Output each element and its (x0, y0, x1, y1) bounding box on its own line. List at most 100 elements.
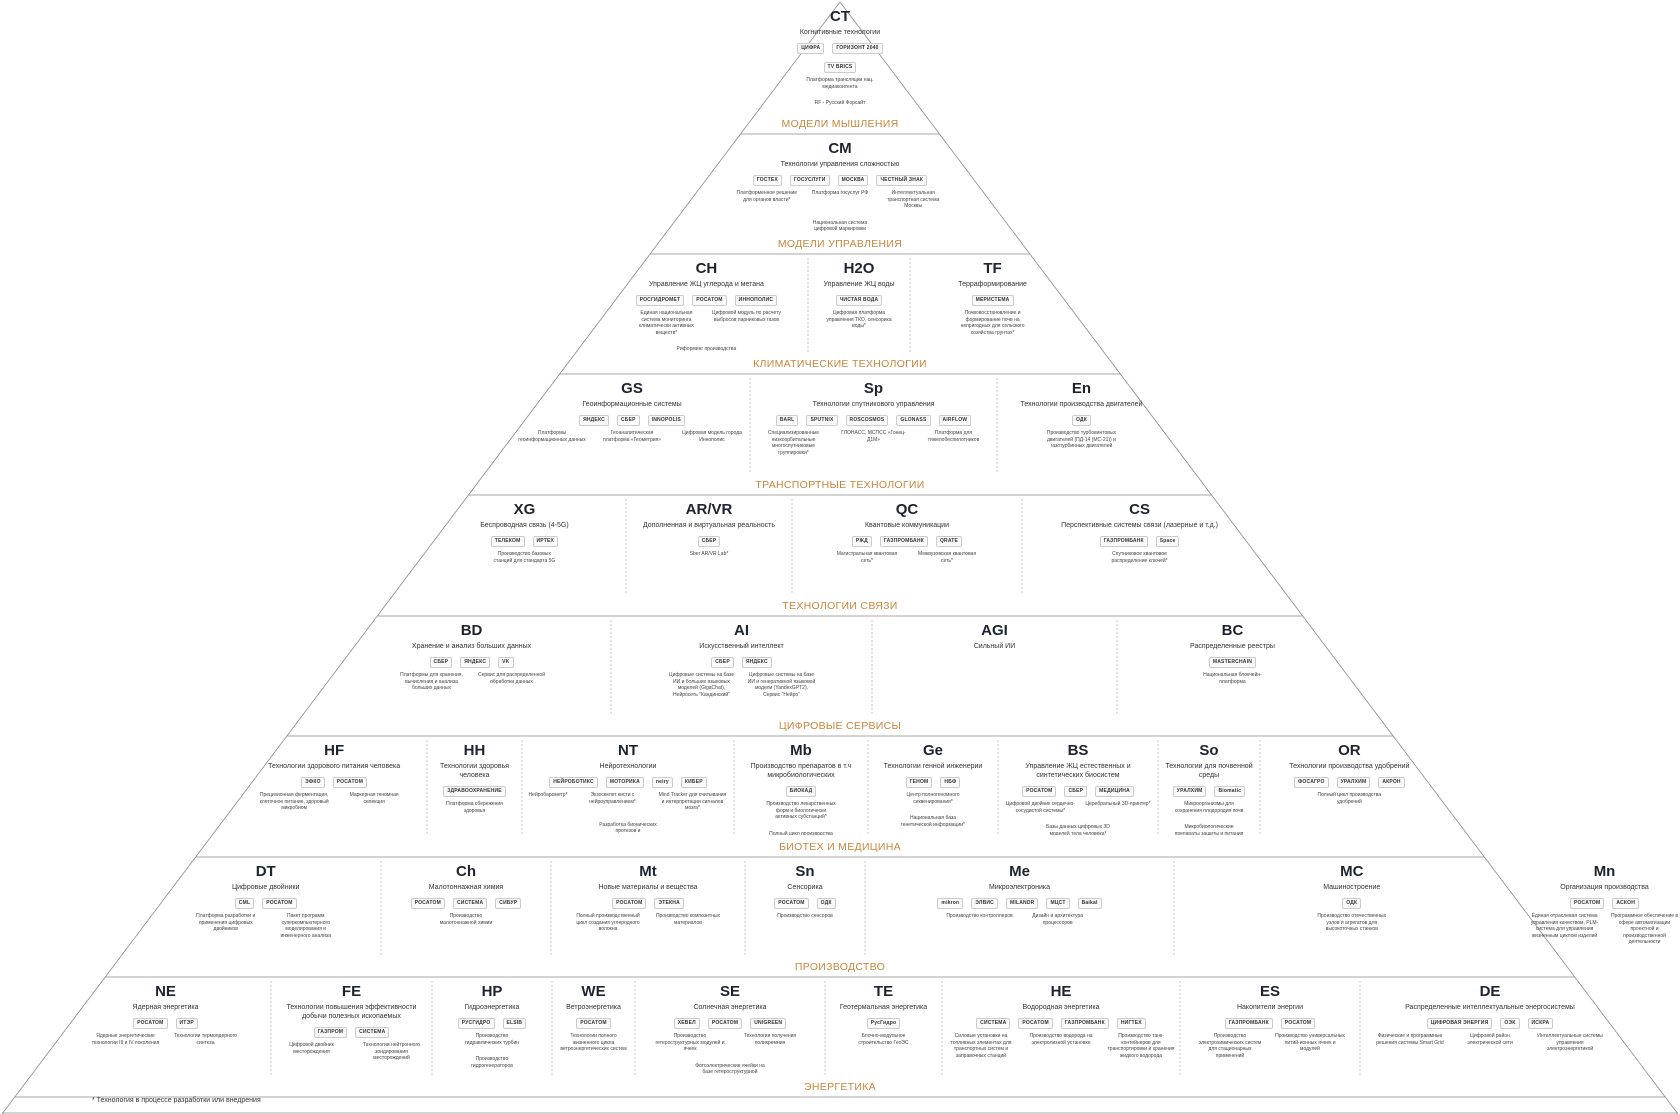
caption-row: Платформы для хранения, вычисления и ана… (332, 672, 611, 692)
company-logo: БИОКАД (785, 786, 817, 797)
tech-code: CT (829, 8, 850, 25)
tier-label: ЦИФРОВЫЕ СЕРВИСЫ (778, 720, 902, 732)
tech-subtitle: Накопители энергии (1236, 1004, 1303, 1011)
tech-code: CH (695, 260, 718, 277)
company-logo: ГАЗПРОМБАНК (1099, 536, 1148, 547)
project-caption: Пакет программ суперкомпьютерного модели… (280, 913, 331, 939)
project-caption: Маркерная геномная селекция (349, 792, 399, 805)
project-caption: Производство гидравлических турбин (464, 1033, 520, 1046)
company-logo: РОСАТОМ (332, 777, 368, 788)
company-logo: НИГТЕХ (1116, 1018, 1146, 1029)
company-logo: ИТЭР (175, 1018, 198, 1029)
project-caption: Цифровой двойник месторождения (289, 1042, 334, 1055)
company-logo: НЕЙРОБОТИКС (549, 777, 598, 788)
company-logo: РОСАТОМ (133, 1018, 168, 1029)
company-logo: neiry (651, 777, 673, 788)
project-caption: Цифровой район электрической сети (1467, 1033, 1513, 1046)
caption-row: Прецизионная ферментация, клеточное пита… (241, 792, 427, 812)
company-logo: ФОСАГРО (1293, 777, 1329, 788)
company-logo: Baikal (1077, 898, 1102, 909)
project-caption: Национальная блокчейн-платформа (1203, 672, 1262, 685)
project-caption: Прецизионная ферментация, клеточное пита… (259, 792, 329, 811)
company-logo: INNOPOLIS (647, 415, 685, 426)
tier-label: ТРАНСПОРТНЫЕ ТЕХНОЛОГИИ (755, 479, 925, 491)
tech-subtitle: Технологии для почвенной среды (1165, 763, 1253, 779)
tech-code: GS (621, 380, 643, 397)
project-caption: Силовые установки на топливных элементах… (950, 1033, 1012, 1059)
project-caption: Разработка бионических протезов и нейрои… (599, 821, 657, 836)
tech-subtitle: Нейротехнологии (599, 763, 657, 770)
tech-code: TE (873, 983, 894, 1000)
tech-subtitle: Ветроэнергетика (566, 1004, 621, 1011)
company-logo: СБЕР (697, 536, 721, 547)
project-caption: Производство гетероструктурных модулей и… (655, 1033, 725, 1052)
tech-code: HH (463, 742, 486, 759)
tech-code: QC (895, 501, 919, 518)
caption-row: Производство электрохимических систем дл… (1180, 1033, 1360, 1059)
tech-subtitle: Технологии здорового питания человека (268, 763, 401, 770)
caption-row: Нейробарометр*Экзоскелет кисти с нейроуп… (522, 792, 734, 835)
tech-subtitle: Технологии здоровья человека (439, 763, 510, 779)
tech-subtitle: Геотермальная энергетика (839, 1004, 928, 1011)
project-caption: Производство композитных материалов (655, 913, 721, 926)
company-logo: ГАЗПРОМБАНК (1060, 1018, 1109, 1029)
logo-row: ЧИСТАЯ ВОДА (808, 295, 910, 306)
caption-row: Производство малотоннажной химии (381, 913, 551, 926)
company-logo: РусГидро (866, 1018, 901, 1029)
project-caption: Цифровые системы на базе ИИ и генеративн… (747, 672, 816, 698)
tech-subtitle: Технологии повышения эффективности добыч… (286, 1004, 417, 1020)
company-logo: Space (1155, 536, 1180, 547)
logo-row: МЕРИСТЕМА (910, 295, 1075, 306)
project-caption: Национальная система цифровой маркировки (812, 219, 868, 233)
caption-row: Технологии полного жизненного цикла ветр… (552, 1033, 635, 1053)
company-logo: ЧИСТАЯ ВОДА (835, 295, 883, 306)
project-caption: Национальная база генетической информаци… (901, 815, 965, 828)
company-logo: ROSCOSMOS (845, 415, 889, 426)
project-caption: Полный цикл производства лекарственных п… (769, 830, 833, 836)
tech-subtitle: Управление ЖЦ естественных и синтетическ… (1025, 763, 1131, 779)
company-logo: РОСАТОМ (1570, 898, 1605, 909)
tech-code: Mt (639, 863, 657, 880)
logo-row: ОДК (1174, 898, 1530, 909)
caption-row: Платформа сбережения здоровья (427, 801, 522, 814)
company-logo: GLONASS (896, 415, 931, 426)
company-logo: СБЕР (711, 657, 734, 668)
tech-code: Mb (790, 742, 812, 759)
tech-code: NT (618, 742, 638, 759)
company-logo: СБЕР (616, 415, 640, 426)
tech-subtitle: Сенсорика (787, 884, 823, 891)
project-caption: Магистральная квантовая сеть* (836, 551, 898, 564)
project-caption: Дизайн и архитектура процессоров (1032, 913, 1084, 926)
company-logo: ELSIB (502, 1018, 527, 1029)
caption-row: Почвовосстановление и формирование почв … (910, 310, 1075, 336)
project-caption: Производство сенсоров (777, 913, 833, 919)
project-caption: Нейробарометр* (528, 792, 568, 798)
company-logo: СИСТЕМА (355, 1027, 390, 1038)
company-logo: ЭФКО (301, 777, 325, 788)
company-logo: РОСАТОМ (262, 898, 297, 909)
project-caption: Производство гидрогенераторов (471, 1056, 513, 1069)
project-caption: Межвузовская квантовая сеть* (917, 551, 977, 564)
project-caption: Производство лекарственных форм и биолог… (766, 801, 836, 820)
tier-label: ЭНЕРГЕТИКА (804, 1081, 876, 1093)
caption-row: Sber AR/VR Lab* (626, 551, 792, 558)
company-logo: ЭЛВИС (971, 898, 998, 909)
company-logo: РУСГИДРО (457, 1018, 495, 1029)
tech-code: CM (828, 140, 852, 157)
